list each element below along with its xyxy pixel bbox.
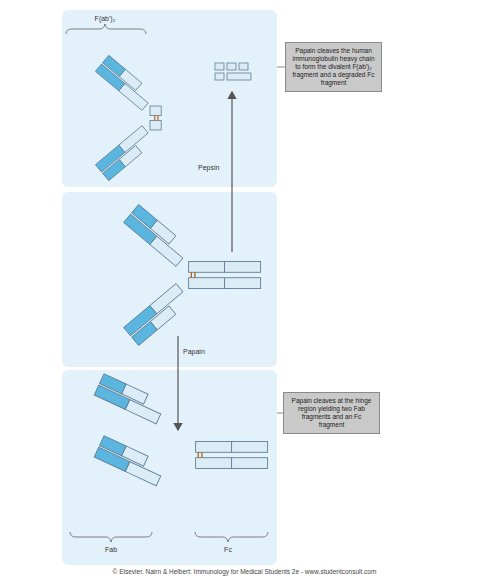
callout-box: Papain cleaves the human immunoglobulin … — [285, 42, 382, 93]
part-label: Pepsin — [198, 164, 219, 172]
part-label: Fab — [105, 546, 117, 554]
part-label: Fc — [224, 546, 232, 554]
part-label: F(ab')₂ — [95, 15, 116, 23]
callout-text: Papain cleaves the human immunoglobulin … — [290, 47, 377, 88]
caption: © Elsevier. Nairn & Helbert: Immunology … — [113, 568, 377, 575]
callout-box: Papain cleaves at the hinge region yield… — [283, 392, 380, 435]
callout-text: Papain cleaves at the hinge region yield… — [288, 397, 375, 430]
part-label: Papain — [183, 348, 205, 356]
